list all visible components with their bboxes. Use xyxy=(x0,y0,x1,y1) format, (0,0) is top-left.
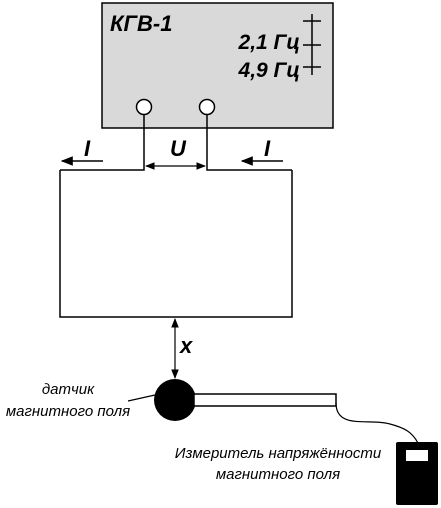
sensor-rod xyxy=(193,393,337,407)
frequency-2-label: 4,9 Гц xyxy=(238,59,300,82)
current-label-left: I xyxy=(84,136,91,161)
frequency-1-label: 2,1 Гц xyxy=(238,31,300,54)
current-label-right: I xyxy=(264,136,271,161)
device-name: КГВ-1 xyxy=(110,11,172,36)
frequency-switch-icon xyxy=(303,14,321,75)
terminal-left xyxy=(135,98,153,116)
sensor-pointer-line xyxy=(127,394,156,402)
lead-wire-right xyxy=(206,115,292,171)
lead-wire-left xyxy=(60,115,145,171)
sensor-label-line-2: магнитного поля xyxy=(6,403,130,420)
sensor-label-line-1: датчик xyxy=(42,381,95,398)
magnetic-sensor xyxy=(154,379,196,421)
meter-cable xyxy=(335,402,419,444)
voltage-label: U xyxy=(170,136,187,161)
test-plate xyxy=(59,170,293,318)
meter-label-line-2: магнитного поля xyxy=(216,466,340,483)
meter-screen xyxy=(406,450,428,461)
terminal-right xyxy=(198,98,216,116)
distance-label: x xyxy=(179,333,193,358)
meter-label-line-1: Измеритель напряжённости xyxy=(175,445,382,462)
